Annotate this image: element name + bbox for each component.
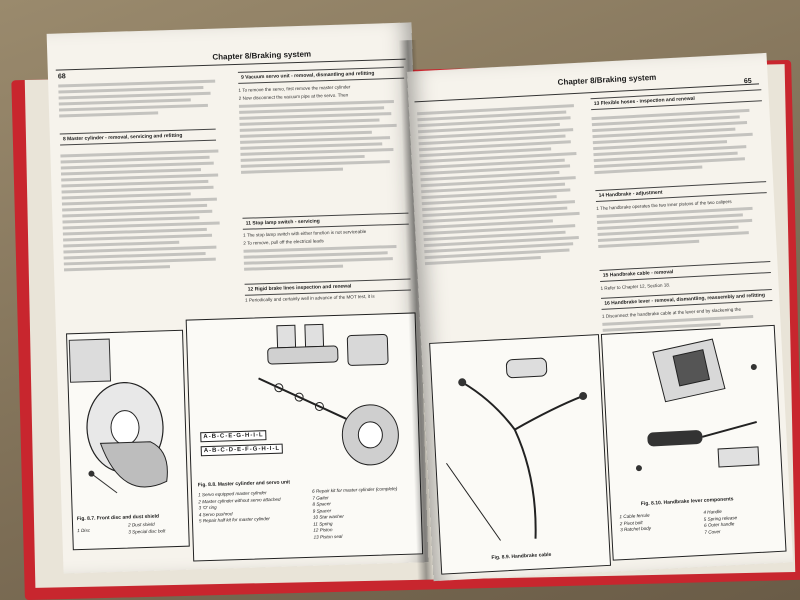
left-column-text [58, 76, 224, 120]
right-left-column-text [417, 101, 590, 268]
legend-item: 7 Cover [704, 528, 721, 535]
figure-8-9: Fig. 8.9. Handbrake cable [429, 334, 612, 575]
figure-8-9-caption: Fig. 8.9. Handbrake cable [491, 551, 552, 562]
section-8-title: 8 Master cylinder - removal, servicing a… [59, 128, 217, 146]
figure-8-8-caption: Fig. 8.8. Master cylinder and servo unit [197, 479, 291, 489]
handbrake-lever-illustration [635, 338, 760, 472]
figure-8-7-legend-1: 1 Disc [77, 527, 91, 534]
left-page-number: 68 [57, 73, 66, 81]
figure-8-8-legend-col-2: 6 Repair kit for master cylinder (comple… [312, 485, 418, 540]
legend-item: 3 Ratchet body [620, 525, 652, 533]
disc-dust-shield-illustration [68, 338, 168, 494]
right-page: Chapter 8/Braking system 65 13 Flexible … [406, 52, 794, 582]
figure-8-10: Fig. 8.10. Handbrake lever components 1 … [600, 324, 787, 561]
figure-8-10-caption: Fig. 8.10. Handbrake lever components [640, 496, 734, 508]
section-9-body: 1 To remove the servo, first remove the … [238, 83, 406, 178]
section-8-body [60, 146, 229, 274]
section-13-body [591, 105, 762, 177]
figure-8-8: A-B-C-E-G-H-I-L A-B-C-D-E-F-G-H-I-L Fig.… [185, 312, 424, 562]
section-9-title: 9 Vacuum servo unit - removal, dismantli… [237, 66, 405, 84]
section-11-title: 11 Stop lamp switch - servicing [242, 212, 409, 230]
right-chapter-header: Chapter 8/Braking system [557, 72, 657, 87]
left-page: 68 Chapter 8/Braking system 8 Master cyl… [46, 22, 429, 574]
figure-8-7-legend-3: 3 Special disc bolt [128, 528, 166, 535]
figure-8-7-caption: Fig. 8.7. Front disc and dust shield [76, 513, 160, 523]
letter-strip-1: A-B-C-E-G-H-I-L [200, 430, 267, 443]
left-chapter-header: Chapter 8/Braking system [212, 49, 312, 62]
figure-8-10-legend-col-2: 4 Handle 5 Spring release 6 Outer handle… [703, 508, 738, 536]
master-cylinder-illustration [258, 323, 399, 466]
figure-8-10-legend-col-1: 1 Cable ferrule 2 Pivot bolt 3 Ratchet b… [619, 513, 651, 534]
section-14-body: 1 The handbrake operates the two inner p… [596, 197, 766, 251]
figure-8-8-legend-col-1: 1 Servo equipped master cylinder 2 Maste… [198, 489, 309, 525]
figure-8-7: Fig. 8.7. Front disc and dust shield 1 D… [66, 329, 190, 551]
handbrake-cable-illustration [446, 357, 588, 541]
section-11-body: 1 The stop lamp switch with either funct… [243, 228, 409, 275]
